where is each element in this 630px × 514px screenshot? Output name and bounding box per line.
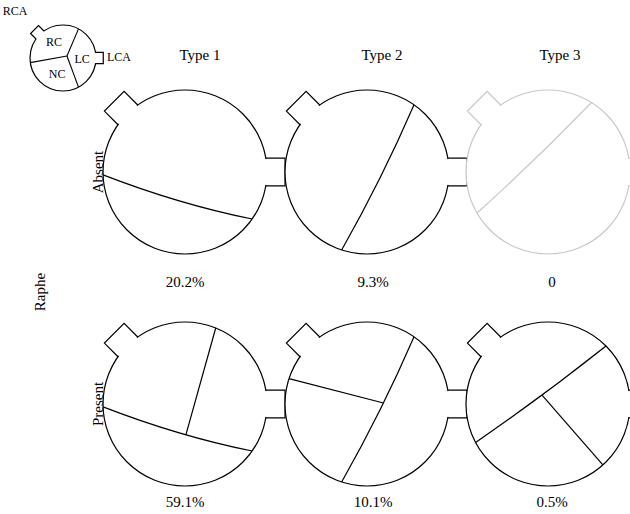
artery-stub-fill: [626, 391, 630, 417]
commissure-line: [476, 346, 606, 442]
artery-label: LCA: [107, 51, 131, 64]
artery-stub-fill: [288, 93, 321, 126]
artery-stub-fill: [263, 159, 284, 185]
artery-stub-fill: [626, 159, 630, 185]
coronary-artery-stub: [467, 91, 500, 124]
coronary-artery-stub: [31, 26, 44, 39]
type-heading: Type 3: [539, 47, 580, 64]
coronary-artery-stub: [96, 52, 104, 63]
row-label: Present: [90, 382, 107, 426]
artery-stub-fill: [469, 325, 502, 358]
artery-stub-fill: [469, 93, 502, 126]
valve-figure: [466, 322, 630, 486]
percentage: 59.1%: [166, 494, 205, 511]
artery-stub-fill: [445, 391, 466, 417]
commissure-line: [477, 102, 591, 213]
aortic-annulus: [30, 25, 96, 91]
coronary-artery-stub: [629, 158, 630, 186]
artery-stub-fill: [94, 53, 103, 63]
aortic-annulus: [466, 90, 630, 254]
valve-key-circle: RC LC NC: [30, 25, 96, 91]
aortic-annulus: [285, 322, 449, 486]
valve-figure: [285, 322, 467, 486]
cusp-label: NC: [49, 68, 66, 81]
coronary-artery-stub: [266, 158, 285, 186]
raphe-line: [289, 379, 383, 403]
commissure-line: [103, 175, 252, 219]
coronary-artery-stub: [448, 158, 467, 186]
coronary-artery-stub: [266, 390, 285, 418]
artery-label: RCA: [3, 5, 28, 18]
type-heading: Type 1: [179, 47, 220, 64]
aortic-annulus: [103, 322, 267, 486]
valve-figure: [466, 90, 630, 254]
valve-figure: [103, 90, 285, 254]
valve-figure: [103, 322, 285, 486]
percentage: 9.3%: [357, 274, 388, 291]
artery-stub-fill: [106, 325, 139, 358]
raphe-line: [542, 395, 603, 465]
cusp-label: RC: [46, 37, 62, 50]
artery-stub-fill: [106, 93, 139, 126]
artery-stub-fill: [31, 26, 44, 39]
raphe-line: [186, 328, 216, 435]
aortic-annulus: [103, 90, 267, 254]
commissure-line: [103, 407, 252, 451]
coronary-artery-stub: [467, 323, 500, 356]
percentage: 0: [548, 274, 556, 291]
commissure-line: [342, 337, 414, 482]
commissure-line: [342, 105, 414, 250]
aortic-annulus: [285, 90, 449, 254]
percentage: 0.5%: [536, 494, 567, 511]
commissure-line: [67, 29, 79, 56]
percentage: 20.2%: [166, 274, 205, 291]
coronary-artery-stub: [104, 91, 137, 124]
type-heading: Type 2: [361, 47, 402, 64]
coronary-artery-stub: [286, 323, 319, 356]
valve-figure: [285, 90, 467, 254]
artery-stub-fill: [445, 159, 466, 185]
percentage: 10.1%: [354, 494, 393, 511]
group-label: Raphe: [32, 273, 49, 311]
commissure-line: [30, 56, 67, 63]
artery-stub-fill: [263, 391, 284, 417]
aortic-annulus: [466, 322, 630, 486]
row-label: Absent: [90, 151, 107, 194]
coronary-artery-stub: [286, 91, 319, 124]
coronary-artery-stub: [629, 390, 630, 418]
coronary-artery-stub: [448, 390, 467, 418]
cusp-label: LC: [74, 53, 89, 66]
coronary-artery-stub: [104, 323, 137, 356]
artery-stub-fill: [288, 325, 321, 358]
